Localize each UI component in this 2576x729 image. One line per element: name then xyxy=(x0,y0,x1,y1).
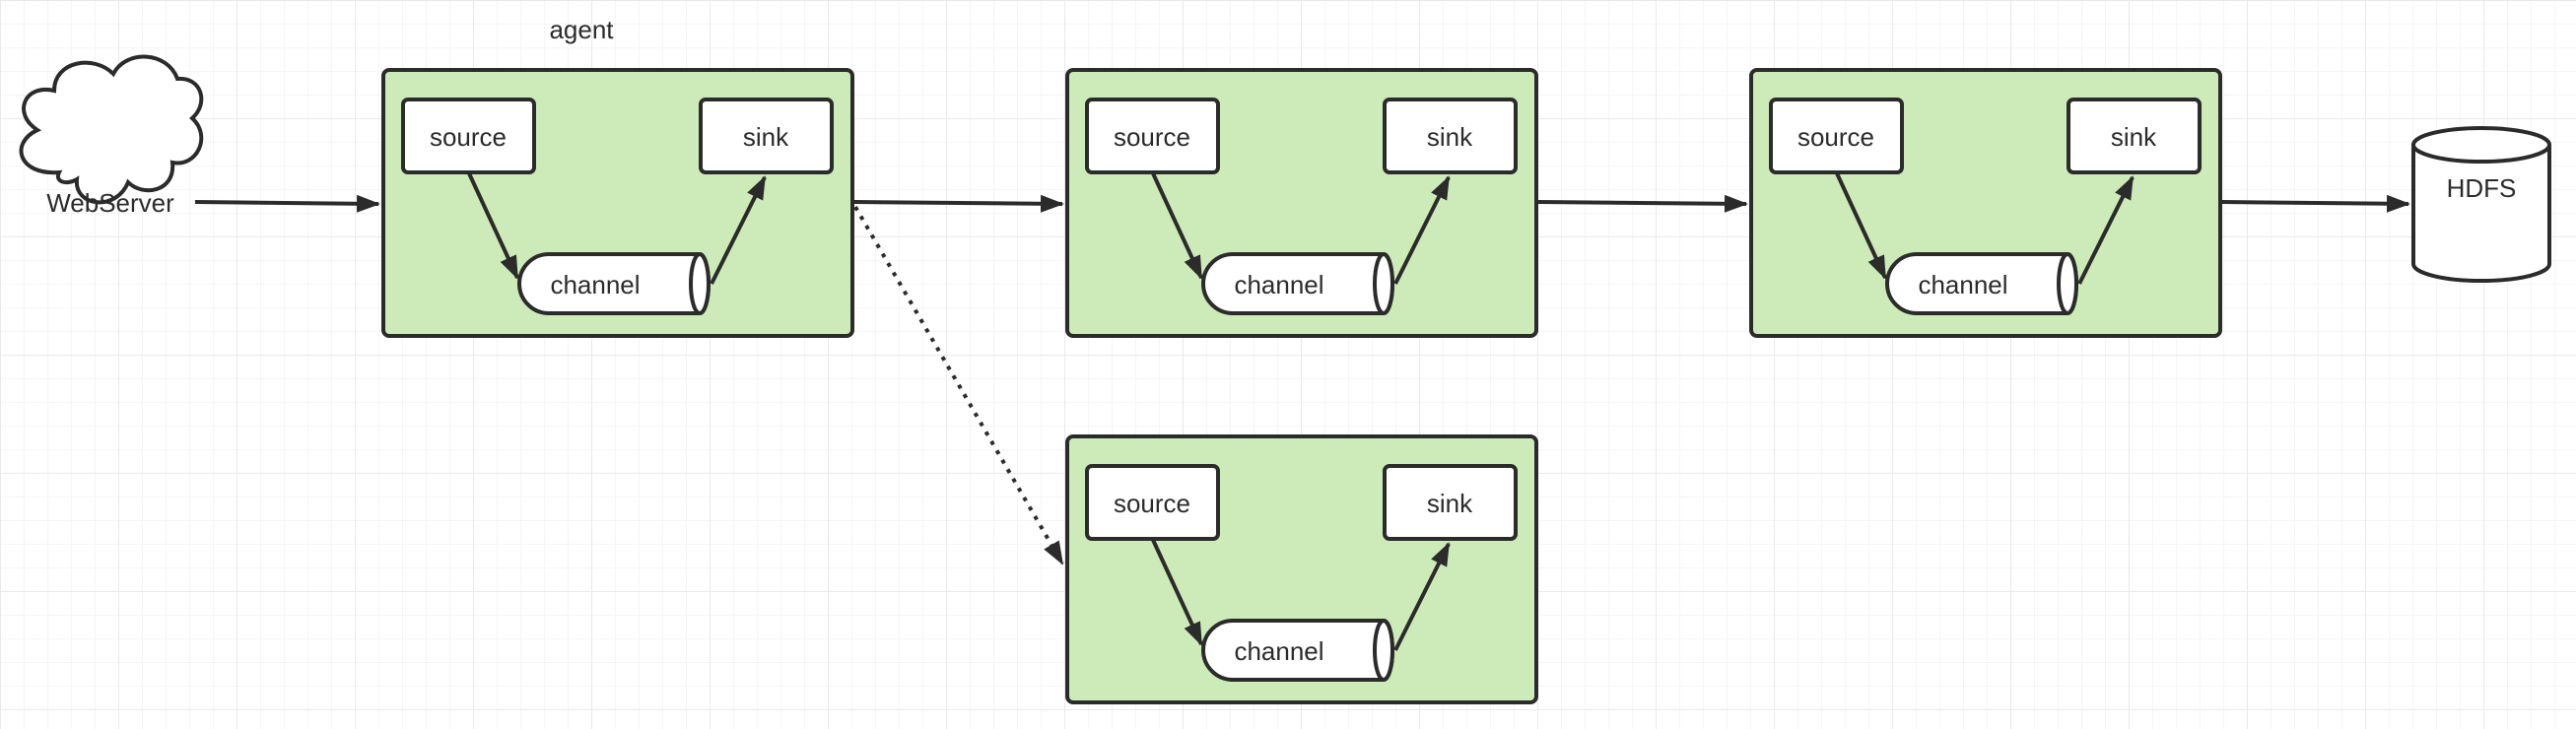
agent-3-channel-to-sink-edge xyxy=(2077,175,2135,285)
agent-3: source sink channel xyxy=(1749,68,2222,338)
agent-1-source-box xyxy=(401,98,536,174)
agent-2-channel-to-sink-edge xyxy=(1393,175,1451,285)
agent-3-source-to-channel-edge xyxy=(1835,172,1887,280)
database-cylinder-icon xyxy=(2411,145,2551,283)
agent-1-channel-cap xyxy=(689,252,711,315)
agent-2-source-label: source xyxy=(1114,122,1190,152)
agent-2-channel-cap xyxy=(1373,252,1394,315)
agent-3-source-label: source xyxy=(1797,122,1874,152)
agent-4-sink-label: sink xyxy=(1427,489,1473,518)
webserver-node: WebServer xyxy=(19,54,204,218)
agent-4-source-label: source xyxy=(1114,489,1190,518)
agent-4-source-box xyxy=(1085,464,1220,541)
agent-3-source-box xyxy=(1769,98,1904,174)
hdfs-top-ellipse xyxy=(2411,126,2551,164)
agent-2-source-to-channel-edge xyxy=(1151,172,1203,280)
agent-2-sink-box xyxy=(1383,98,1518,174)
hdfs-label: HDFS xyxy=(2447,173,2517,203)
agent-4-channel: channel xyxy=(1201,619,1394,682)
agent-1-channel-label: channel xyxy=(550,270,640,299)
agent-1-channel: channel xyxy=(517,252,711,315)
agent-3-sink-label: sink xyxy=(2111,122,2157,152)
agent-1-to-agent-4-dotted-edge xyxy=(853,205,1064,565)
agent-2-sink-label: sink xyxy=(1427,122,1473,152)
agent-2: source sink channel xyxy=(1065,68,1538,338)
agent-1-source-to-channel-edge xyxy=(467,172,519,280)
agent-1-sink-label: sink xyxy=(743,122,789,152)
agent-4-source-to-channel-edge xyxy=(1151,539,1203,646)
agent-3-channel-cap xyxy=(2057,252,2078,315)
agent-4: source sink channel xyxy=(1065,434,1538,704)
agent-2-source-box xyxy=(1085,98,1220,174)
agent-1-to-agent-2-edge xyxy=(853,194,1064,213)
agent-1: source sink channel xyxy=(381,68,854,338)
webserver-to-agent-1-edge xyxy=(194,194,380,213)
cloud-icon xyxy=(19,54,204,205)
webserver-label: WebServer xyxy=(46,188,174,218)
agent-3-channel: channel xyxy=(1885,252,2078,315)
agent-caption: agent xyxy=(549,15,614,44)
agent-4-channel-label: channel xyxy=(1234,636,1323,666)
agent-2-channel: channel xyxy=(1201,252,1394,315)
agent-3-channel-label: channel xyxy=(1918,270,2007,299)
agent-3-to-hdfs-edge xyxy=(2221,194,2410,213)
agent-1-sink-box xyxy=(699,98,834,174)
hdfs-node: HDFS xyxy=(2411,126,2551,283)
agent-1-source-label: source xyxy=(430,122,507,152)
agent-4-channel-cap xyxy=(1373,619,1394,682)
agent-2-to-agent-3-edge xyxy=(1537,194,1748,213)
agent-4-sink-box xyxy=(1383,464,1518,541)
agent-3-sink-box xyxy=(2067,98,2202,174)
agent-4-channel-to-sink-edge xyxy=(1393,542,1451,651)
agent-2-channel-label: channel xyxy=(1234,270,1323,299)
agent-1-channel-to-sink-edge xyxy=(710,175,767,285)
